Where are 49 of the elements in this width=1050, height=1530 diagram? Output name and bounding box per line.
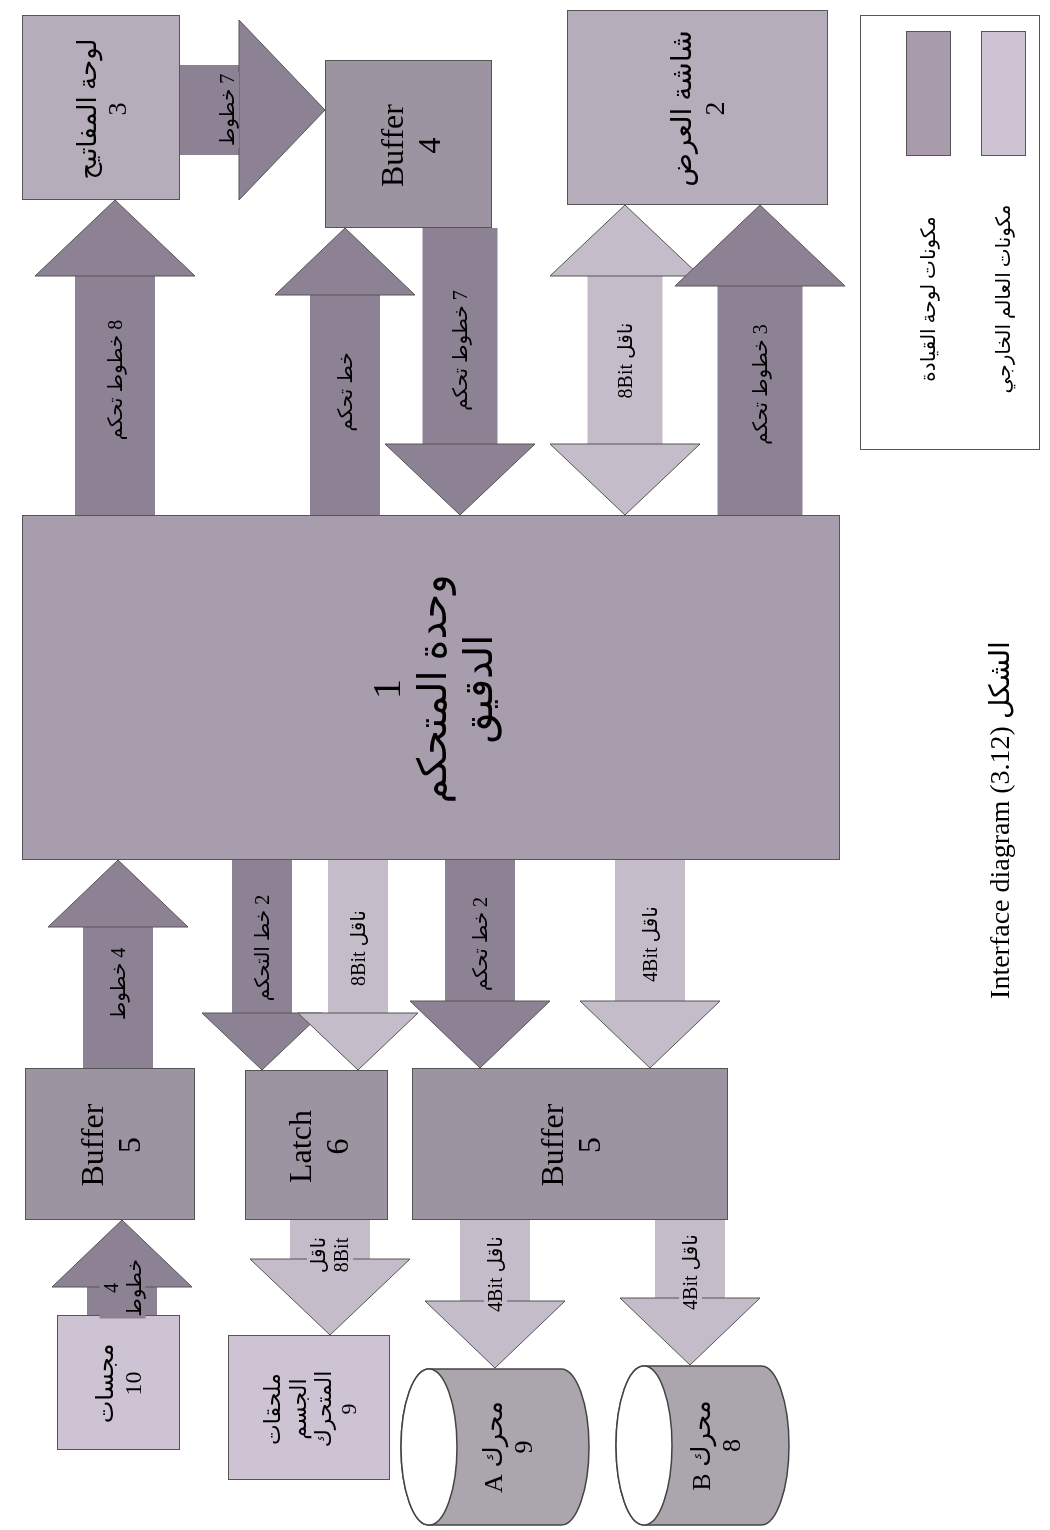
process-box [228,1335,390,1480]
process-box [245,1070,388,1220]
box-number: 9 [509,1440,539,1454]
box-number: 9 [335,1403,361,1414]
block-arrow [674,204,846,515]
block-arrow [180,19,326,201]
box-title: Latch [280,1109,318,1183]
process-box [567,10,828,205]
block-arrow [51,1219,193,1315]
box-title: وحدة المتحكم الدقيق [409,573,501,805]
box-number: 6 [317,1138,355,1154]
block-arrow [619,1220,761,1366]
box-number: 10 [119,1371,147,1396]
box-title: محرك B [686,1400,717,1491]
edge-label: خط تحكم [333,350,357,434]
block-arrow [274,227,416,515]
box-title: Buffer [74,1103,111,1187]
legend-label: مكونات العالم الخارجي [991,204,1015,394]
edge-label: 7 خطوط تحكم [448,287,472,413]
process-box [57,1315,180,1450]
process-box [22,15,180,200]
block-arrow [579,860,721,1069]
box-title: مجسات [91,1343,119,1424]
box-title: لوحة المفاتيح [72,38,102,179]
box-number: 5 [111,1137,148,1153]
process-box [22,515,840,860]
box-number: 4 [409,137,447,153]
caption: Interface diagram (3.12) الشكل [983,641,1016,999]
block-arrow [249,1220,411,1336]
box-number: 1 [363,678,409,699]
motor-cylinder [615,1365,790,1526]
block-arrow [549,204,701,516]
box-number: 8 [716,1439,747,1452]
process-box [412,1068,728,1220]
motor-cylinder [400,1368,590,1526]
box-title: Buffer [372,103,410,187]
process-box [25,1068,195,1220]
box-title: Buffer [534,1103,571,1187]
box-title: ملحقات الجسم المتحرك [259,1369,336,1449]
box-number: 2 [698,101,731,116]
process-box [325,60,492,228]
box-number: 3 [102,102,132,115]
block-arrow [34,199,196,515]
box-title: محرك A [479,1401,509,1493]
box-title: شاشة العرض [666,30,699,187]
box-number: 5 [571,1137,608,1153]
block-arrow [47,859,189,1068]
edge-label: 3 خطوط تحكم [748,322,772,447]
legend-label: مكونات لوحة القيادة [916,216,940,382]
